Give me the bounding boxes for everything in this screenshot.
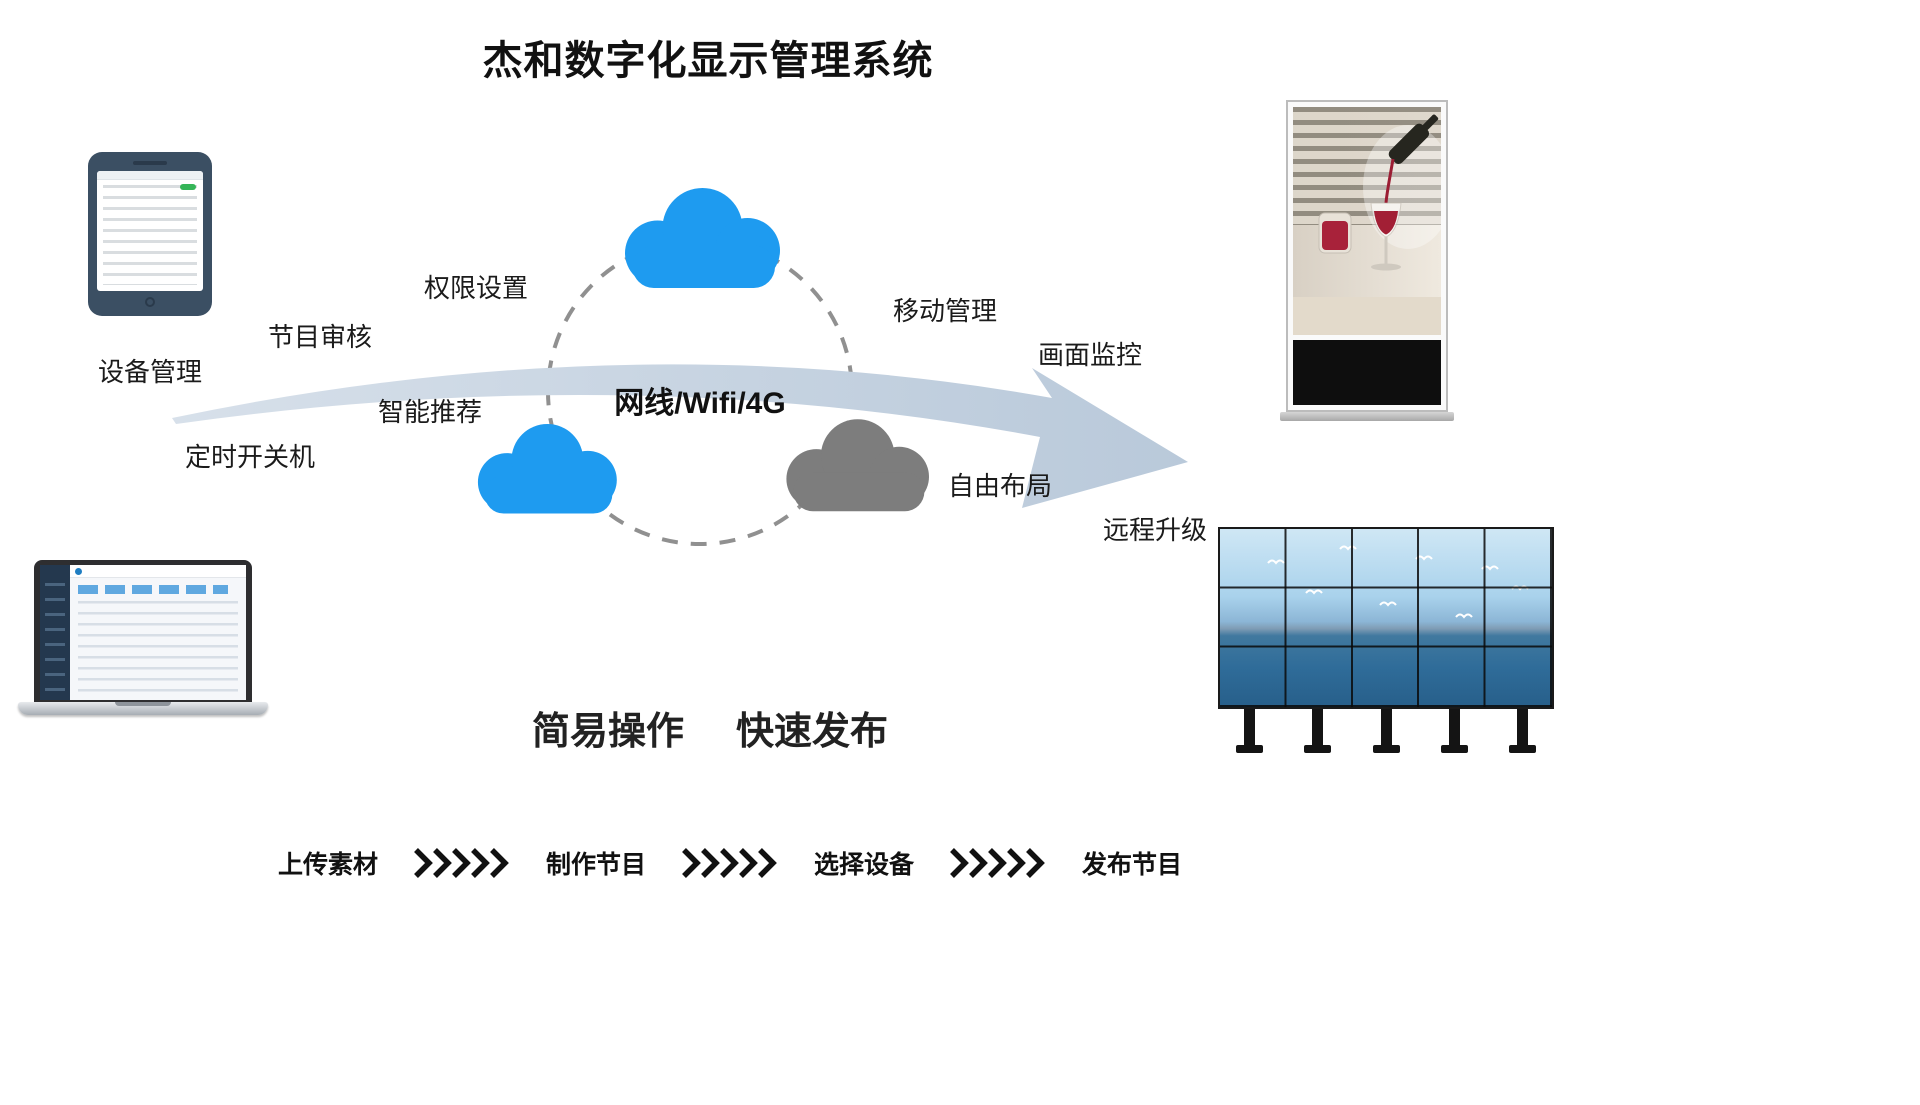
workflow-step-select-device: 选择设备 [814,851,915,879]
phone-screen-content-lines [103,185,197,285]
laptop-base [18,702,268,715]
laptop-illustration [18,560,268,715]
wine-pour-scene [1293,114,1441,335]
video-wall-leg [1440,709,1468,753]
laptop-app-toolbar-buttons [78,585,228,594]
laptop-app-topbar [70,565,246,578]
network-type-label: 网线/Wifi/4G [614,387,786,420]
label-scheduled-power: 定时开关机 [185,442,316,472]
kiosk-screen [1293,107,1441,335]
workflow-bar: 上传素材 制作节目 选择设备 发布节目 [230,845,1230,881]
kiosk-bottom-bezel [1293,340,1441,405]
video-wall-leg [1236,709,1263,753]
phone-speaker [133,161,167,165]
laptop-display [40,565,246,700]
phone-screen [97,171,203,291]
label-smart-recommendation: 智能推荐 [378,397,483,427]
laptop-base-notch [115,702,171,706]
phone-screen-action-pill [180,184,196,190]
workflow-step-create: 制作节目 [545,851,646,879]
cloud-top-icon [625,188,780,288]
label-program-review: 节目审核 [268,322,373,352]
chevrons-icon [414,848,509,878]
label-permission-settings: 权限设置 [424,273,529,303]
label-free-layout: 自由布局 [948,471,1053,501]
laptop-app-sidebar [40,565,70,700]
cloud-left-icon [477,423,617,514]
label-device-management: 设备管理 [98,357,203,387]
phone-screen-header [97,171,203,180]
page-title: 杰和数字化显示管理系统 [482,39,934,83]
slogan-part2: 快速发布 [736,711,889,753]
label-mobile-management: 移动管理 [893,296,998,326]
wine-glass-icon [1370,202,1402,271]
wine-tumbler-icon [1318,212,1352,254]
workflow-step-publish: 发布节目 [1082,851,1183,879]
wine-stream [1384,158,1395,204]
signage-kiosk [1286,100,1448,412]
phone-illustration [88,152,212,316]
label-remote-upgrade: 远程升级 [1103,515,1208,545]
slogan: 简易操作 快速发布 [350,700,1070,755]
phone-home-button [145,297,155,307]
label-screen-monitoring: 画面监控 [1038,340,1143,370]
video-wall-screen [1218,527,1554,709]
chevrons-icon [682,848,777,878]
cloud-right-icon [786,419,929,512]
workflow-step-upload: 上传素材 [277,851,378,879]
laptop-app-logo [75,568,82,575]
slogan-part1: 简易操作 [531,711,684,753]
laptop-screen [34,560,252,702]
chevrons-icon [950,848,1045,878]
video-wall-grid-lines [1220,529,1552,707]
video-wall-leg [1372,709,1400,753]
laptop-app-table [78,601,238,695]
wine-bottle-icon [1388,114,1439,165]
video-wall-legs [1218,709,1554,755]
video-wall-leg [1509,709,1536,753]
table-surface [1293,297,1441,335]
video-wall [1218,527,1554,755]
video-wall-leg [1304,709,1332,753]
kiosk-base [1280,412,1454,421]
